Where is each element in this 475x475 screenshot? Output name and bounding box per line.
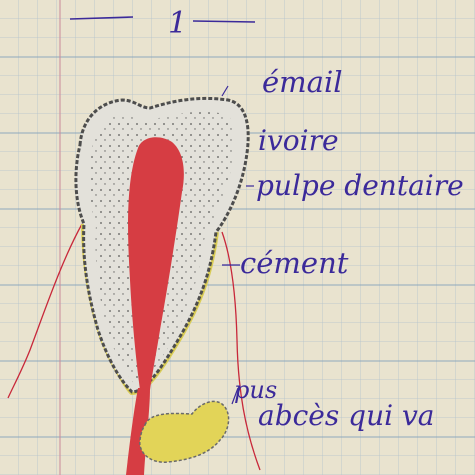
page-number: 1 [168, 6, 187, 41]
label-abces: abcès qui va [258, 399, 434, 432]
header-rule-right [193, 21, 255, 22]
label-ivoire: ivoire [258, 124, 339, 157]
label-email: émail [262, 65, 343, 99]
label-cement: cément [240, 246, 349, 280]
label-pulpe-dentaire: pulpe dentaire [256, 169, 464, 202]
